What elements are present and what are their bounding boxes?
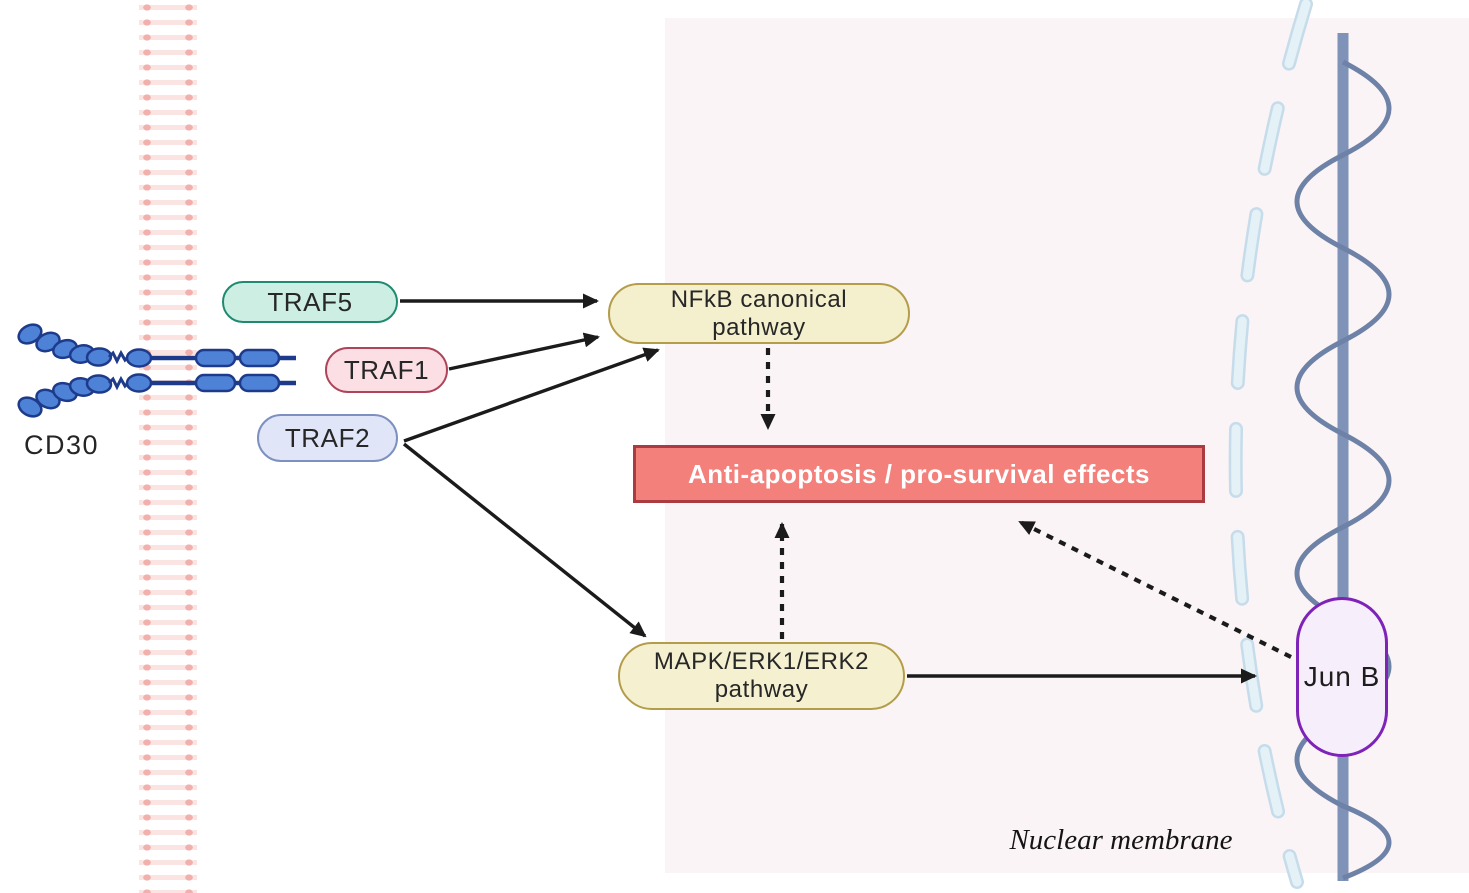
mapk-label-line2: pathway bbox=[714, 676, 809, 703]
effects-label: Anti-apoptosis / pro-survival effects bbox=[687, 458, 1151, 489]
node-traf2: TRAF2 bbox=[257, 414, 398, 462]
node-mapk-pathway: MAPK/ERK1/ERK2 pathway bbox=[618, 642, 905, 710]
cd30-receptor-icon bbox=[17, 323, 296, 418]
cell-membrane bbox=[139, 0, 197, 893]
dashed-arrows bbox=[760, 348, 1292, 659]
nfkb-label-line2: pathway bbox=[712, 313, 806, 341]
node-traf1: TRAF1 bbox=[325, 347, 448, 393]
node-nfkb-pathway: NFkB canonical pathway bbox=[608, 283, 910, 344]
nfkb-label-line1: NFkB canonical bbox=[670, 285, 848, 313]
arrow-traf2-to-nfkb bbox=[403, 347, 660, 443]
nuclear-membrane-label: Nuclear membrane bbox=[1009, 824, 1233, 856]
nuclear-membrane bbox=[1228, 0, 1313, 889]
traf2-label: TRAF2 bbox=[284, 422, 371, 453]
cd30-label: CD30 bbox=[24, 430, 100, 460]
solid-arrows bbox=[400, 293, 1257, 684]
node-traf5: TRAF5 bbox=[222, 281, 398, 323]
node-junb: Jun B bbox=[1296, 597, 1388, 757]
node-effects: Anti-apoptosis / pro-survival effects bbox=[633, 445, 1205, 503]
arrow-traf2-to-mapk bbox=[402, 442, 647, 638]
mapk-label-line1: MAPK/ERK1/ERK2 bbox=[653, 648, 870, 676]
traf1-label: TRAF1 bbox=[343, 354, 430, 385]
arrow-junb-to-effects bbox=[1018, 520, 1292, 659]
junb-label: Jun B bbox=[1303, 661, 1381, 692]
traf5-label: TRAF5 bbox=[267, 286, 353, 317]
arrow-traf1-to-nfkb bbox=[448, 332, 600, 371]
